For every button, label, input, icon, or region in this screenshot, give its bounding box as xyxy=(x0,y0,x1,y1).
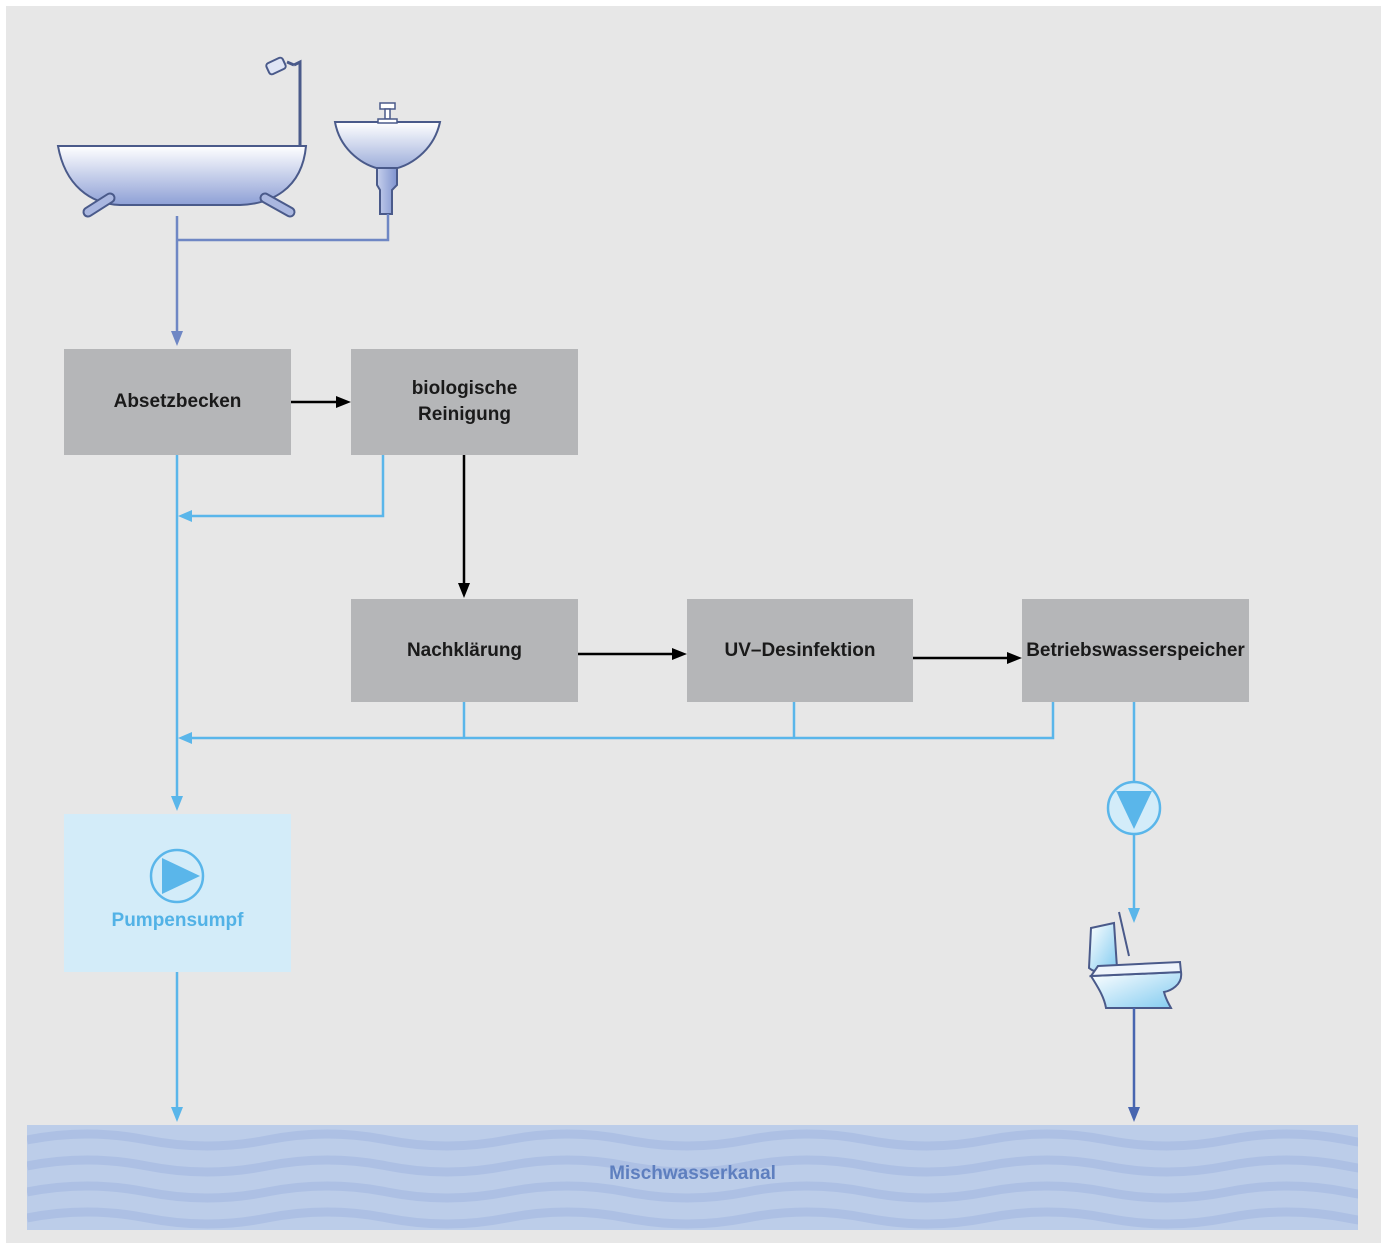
absetzbecken-box: Absetzbecken xyxy=(64,349,291,455)
pumpensumpf-box: Pumpensumpf xyxy=(64,814,291,972)
pump-icon xyxy=(1106,780,1162,836)
pumpensumpf-label: Pumpensumpf xyxy=(111,910,244,931)
overflow-arrow-2 xyxy=(178,732,192,744)
nachklaerung-box: Nachklärung xyxy=(351,599,578,702)
overflow-arrow-4 xyxy=(171,1107,183,1122)
greywater-arrow xyxy=(171,331,183,346)
process-arrows xyxy=(291,400,1007,660)
arrow-to-bio xyxy=(336,396,351,408)
overflow-arrow-1 xyxy=(178,510,192,522)
toilet-icon xyxy=(1087,911,1183,1009)
biologische-reinigung-box: biologische Reinigung xyxy=(351,349,578,455)
betriebswasserspeicher-box: Betriebswasserspeicher xyxy=(1022,599,1249,702)
overflow-lines xyxy=(175,455,1136,1107)
arrow-to-nachklaerung xyxy=(458,583,470,598)
betriebswasserspeicher-label: Betriebswasserspeicher xyxy=(1026,639,1245,661)
wc-drain-arrow xyxy=(1128,1107,1140,1122)
uv-desinfektion-label: UV–Desinfektion xyxy=(724,639,876,661)
greywater-inflow-line xyxy=(175,214,390,331)
supply-arrow-wc xyxy=(1128,908,1140,923)
uv-desinfektion-box: UV–Desinfektion xyxy=(687,599,913,702)
overflow-arrow-3 xyxy=(171,796,183,811)
mischwasserkanal-label: Mischwasserkanal xyxy=(609,1163,776,1184)
mischwasserkanal-channel xyxy=(27,1125,1358,1230)
absetzbecken-label: Absetzbecken xyxy=(113,391,242,412)
arrow-to-speicher xyxy=(1007,652,1022,664)
arrow-to-uv xyxy=(672,648,687,660)
biologische-reinigung-label: biologische Reinigung xyxy=(411,378,518,425)
sink-icon xyxy=(333,102,442,215)
bathtub-icon xyxy=(56,56,308,218)
nachklaerung-label: Nachklärung xyxy=(406,639,523,661)
